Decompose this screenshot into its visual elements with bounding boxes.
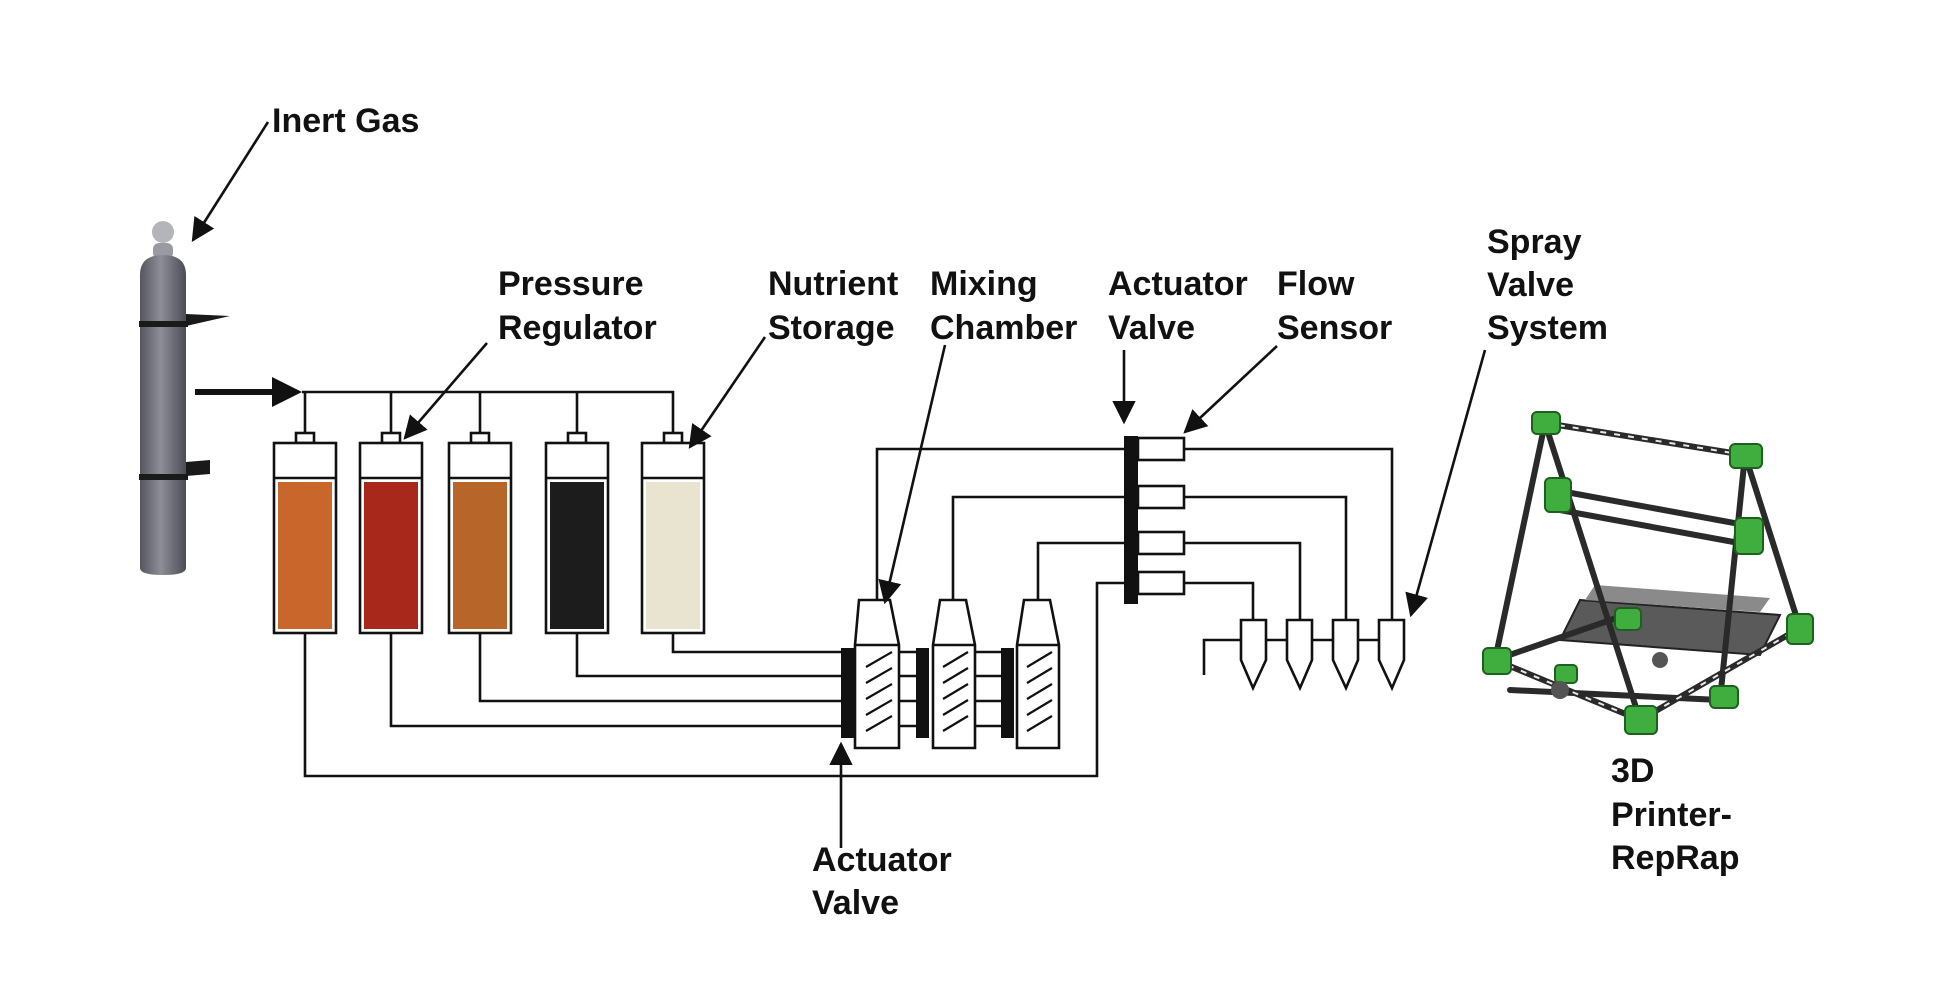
inter-chamber-valve-2 [1001,648,1014,738]
label-spray-valve-system-line3: System [1487,309,1608,347]
inter-chamber-valve-1 [916,648,929,738]
storage-container-5 [640,431,706,635]
label-nutrient-storage-line1: Nutrient [768,265,898,303]
gas-cylinder-icon [139,221,230,575]
storage-container-3 [447,431,513,635]
gas-inlet-arrowhead [272,377,302,407]
actuator-valve-bottom-bar [841,648,855,738]
label-inert-gas: Inert Gas [272,102,419,140]
actuator-valve-top-bar [1124,436,1138,604]
label-actuator-valve-top-line1: Actuator [1108,265,1248,303]
spray-valve-4 [1377,618,1406,692]
mixing-chamber-1 [853,598,901,750]
inter-chamber-links [899,650,1001,728]
mixing-chamber-2 [931,598,977,750]
flow-sensors [1136,436,1186,596]
storage-container-1 [272,431,338,635]
reprap-printer-icon [1482,411,1814,735]
label-printer-line3: RepRap [1611,839,1739,877]
label-actuator-valve-top-line2: Valve [1108,309,1195,347]
chamber-outlet-lines [875,447,1126,600]
label-mixing-chamber-line2: Chamber [930,309,1077,347]
label-spray-valve-system-line2: Valve [1487,266,1574,304]
label-flow-sensor-line1: Flow [1277,265,1355,303]
pointer-arrows [191,121,1487,848]
mixing-chamber-3 [1015,598,1061,750]
label-actuator-valve-bottom-line1: Actuator [812,841,952,879]
gas-manifold [302,390,675,433]
supply-lines [303,581,1137,778]
storage-container-4 [544,431,610,635]
spray-valve-3 [1331,618,1360,692]
label-pressure-regulator-line1: Pressure [498,265,644,303]
label-flow-sensor-line2: Sensor [1277,309,1392,347]
label-printer-line1: 3D [1611,752,1654,790]
label-actuator-valve-bottom-line2: Valve [812,884,899,922]
storage-container-2 [358,431,424,635]
label-pressure-regulator-line2: Regulator [498,309,657,347]
label-printer-line2: Printer- [1611,796,1732,834]
label-nutrient-storage-line2: Storage [768,309,895,347]
sensor-to-spray-lines [1184,447,1394,675]
label-mixing-chamber-line1: Mixing [930,265,1038,303]
spray-valve-2 [1285,618,1314,692]
spray-valve-1 [1239,618,1268,692]
label-spray-valve-system-line1: Spray [1487,223,1582,261]
